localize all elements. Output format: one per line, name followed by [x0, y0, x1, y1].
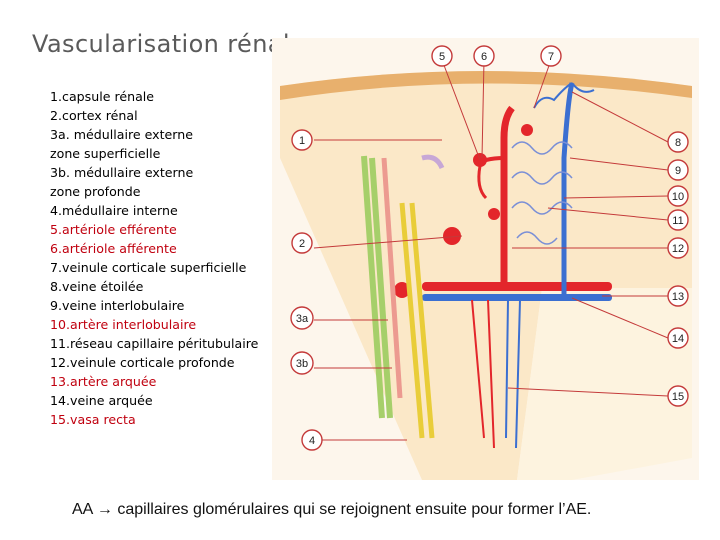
legend-item: 5.artériole efférente: [50, 222, 177, 237]
callout-9: [667, 159, 689, 181]
callout-4: [301, 429, 323, 451]
glomerulus: [394, 282, 410, 298]
renal-capsule: [280, 71, 692, 100]
kidney-diagram: 5 6 7 1 2 3a 3b 4 8 9 10 11 12 13 14 15: [272, 38, 699, 480]
legend-item: 8.veine étoilée: [50, 279, 144, 294]
callout-10-label: 10: [672, 191, 684, 203]
callout-3b: [290, 351, 314, 375]
tubule-yellow: [399, 202, 435, 439]
callout-12-label: 12: [672, 243, 684, 255]
legend-item: 9.veine interlobulaire: [50, 298, 185, 313]
legend-item: zone profonde: [50, 184, 141, 199]
tubule-pink: [381, 157, 403, 399]
callout-10: [667, 185, 689, 207]
callout-6-label: 6: [481, 51, 487, 63]
callout-6: [473, 45, 495, 67]
legend-item: 1.capsule rénale: [50, 89, 155, 104]
glomerulus: [521, 124, 533, 136]
arcuate-artery: [422, 282, 612, 291]
callout-14-label: 14: [672, 333, 684, 345]
efferent-arteriole: [477, 165, 488, 200]
legend-list: 1.capsule rénale 2.cortex rénal 3a. médu…: [50, 87, 258, 429]
callout-14: [667, 327, 689, 349]
callout-2-label: 2: [299, 238, 305, 250]
legend-item: 11.réseau capillaire péritubulaire: [50, 336, 259, 351]
callout-2: [291, 232, 313, 254]
callout-7-label: 7: [548, 51, 554, 63]
medulla-region: [280, 158, 692, 480]
legend-item: 3a. médullaire externe: [50, 127, 193, 142]
callout-1-label: 1: [299, 135, 305, 147]
callout-5-label: 5: [439, 51, 445, 63]
caption-text: AA → capillaires glomérulaires qui se re…: [72, 501, 592, 518]
callout-3b-label: 3b: [296, 358, 308, 370]
legend-item: 6.artériole afférente: [50, 241, 177, 256]
legend-item: 7.veinule corticale superficielle: [50, 260, 247, 275]
callout-15-label: 15: [672, 391, 684, 403]
legend-item: 14.veine arquée: [50, 393, 153, 408]
callout-7: [540, 45, 562, 67]
callout-5: [431, 45, 453, 67]
callout-9-label: 9: [675, 165, 681, 177]
interlobular-artery: [500, 105, 515, 282]
callout-4-label: 4: [309, 435, 315, 447]
legend-item: 15.vasa recta: [50, 412, 136, 427]
vasa-recta: [471, 299, 495, 449]
legend-item: 4.médullaire interne: [50, 203, 178, 218]
page-title: Vascularisation rénale: [32, 30, 306, 58]
callout-13-label: 13: [672, 291, 684, 303]
arcuate-vein: [422, 294, 612, 301]
tubule-lilac: [421, 154, 445, 170]
afferent-arteriole: [485, 156, 505, 162]
callout-11: [667, 209, 689, 231]
interlobular-vein: [561, 82, 575, 294]
callout-1: [291, 129, 313, 151]
legend-item: 2.cortex rénal: [50, 108, 138, 123]
tubule-green: [361, 155, 393, 419]
callout-3a: [290, 306, 314, 330]
legend-item: 10.artère interlobulaire: [50, 317, 197, 332]
callout-11-label: 11: [672, 215, 683, 227]
legend-item: 12.veinule corticale profonde: [50, 355, 235, 370]
peritubular-capillaries: [511, 141, 573, 245]
callout-8: [667, 131, 689, 153]
legend-item: 3b. médullaire externe: [50, 165, 194, 180]
glomerulus: [488, 208, 500, 220]
glomerulus: [443, 227, 461, 245]
callout-8-label: 8: [675, 137, 681, 149]
legend-item: 13.artère arquée: [50, 374, 157, 389]
callout-13: [667, 285, 689, 307]
callout-12: [667, 237, 689, 259]
callout-3a-label: 3a: [296, 313, 309, 325]
callout-15: [667, 385, 689, 407]
legend-item: zone superficielle: [50, 146, 161, 161]
vasa-recta-venous: [505, 299, 521, 449]
leader-lines: [313, 59, 669, 441]
stellate-vein: [533, 82, 595, 109]
